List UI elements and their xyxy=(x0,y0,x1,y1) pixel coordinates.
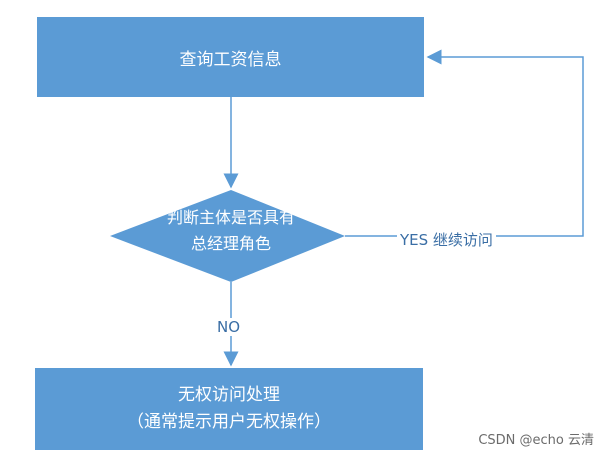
query-salary-label: 查询工资信息 xyxy=(179,49,282,70)
decision-line-1: 判断主体是否具有 xyxy=(166,208,295,227)
decision-text: 判断主体是否具有 总经理角色 xyxy=(118,205,344,257)
no-edge-label: NO xyxy=(214,318,244,336)
watermark: CSDN @echo 云清 xyxy=(478,433,594,448)
query-salary-box: 查询工资信息 xyxy=(37,17,424,97)
decision-line-2: 总经理角色 xyxy=(190,234,271,253)
no-access-line-1: 无权访问处理 xyxy=(178,385,280,405)
no-access-box: 无权访问处理 （通常提示用户无权操作） xyxy=(35,368,423,450)
decision-diamond xyxy=(110,190,345,282)
no-access-line-2: （通常提示用户无权操作） xyxy=(127,412,331,432)
yes-edge-label: YES 继续访问 xyxy=(397,229,496,250)
